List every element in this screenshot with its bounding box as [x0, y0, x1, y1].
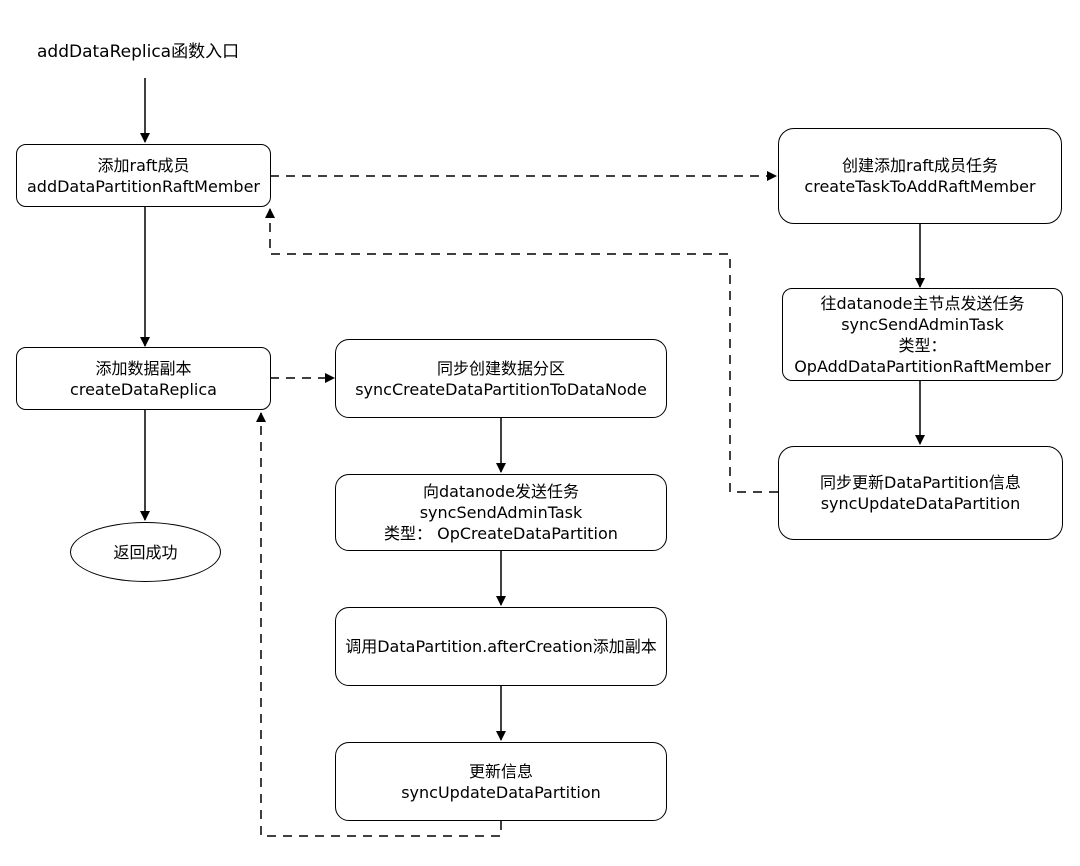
node-type-label: 类型：: [898, 335, 947, 355]
add-data-replica-node: 添加数据副本 createDataReplica: [16, 347, 271, 410]
node-title: 调用DataPartition.afterCreation添加副本: [345, 637, 657, 656]
node-function: syncUpdateDataPartition: [401, 782, 601, 802]
sync-create-partition-node: 同步创建数据分区 syncCreateDataPartitionToDataNo…: [335, 339, 667, 418]
node-title: 更新信息: [468, 761, 533, 781]
node-title: 同步创建数据分区: [436, 358, 565, 378]
node-title: 返回成功: [113, 542, 178, 562]
node-title: 创建添加raft成员任务: [841, 156, 998, 175]
node-title: 添加raft成员: [97, 155, 190, 175]
dashed-arrow-sync-update-back-to-add-raft: [265, 208, 778, 493]
node-function: createTaskToAddRaftMember: [804, 177, 1036, 196]
node-title: 往datanode主节点发送任务: [820, 293, 1025, 313]
node-type-value: OpAddDataPartitionRaftMember: [794, 356, 1051, 376]
entry-label: addDataReplica函数入口: [37, 42, 240, 62]
node-function: syncUpdateDataPartition: [820, 494, 1021, 513]
create-task-node: 创建添加raft成员任务 createTaskToAddRaftMember: [778, 128, 1062, 224]
node-function: syncCreateDataPartitionToDataNode: [355, 379, 647, 399]
node-function: addDataPartitionRaftMember: [26, 176, 260, 196]
node-function: syncSendAdminTask: [841, 314, 1004, 334]
node-function: syncSendAdminTask: [419, 503, 583, 522]
node-function: createDataReplica: [70, 379, 217, 399]
add-raft-member-node: 添加raft成员 addDataPartitionRaftMember: [16, 144, 271, 207]
update-info-node: 更新信息 syncUpdateDataPartition: [335, 742, 667, 821]
node-title: 向datanode发送任务: [423, 482, 579, 501]
send-to-datanode-node: 向datanode发送任务 syncSendAdminTask 类型： OpCr…: [335, 474, 667, 551]
sync-update-partition-node: 同步更新DataPartition信息 syncUpdateDataPartit…: [778, 446, 1063, 540]
node-title: 添加数据副本: [95, 358, 192, 378]
return-success-node: 返回成功: [70, 522, 221, 582]
node-title: 同步更新DataPartition信息: [820, 473, 1021, 492]
after-creation-node: 调用DataPartition.afterCreation添加副本: [335, 607, 667, 686]
send-to-leader-node: 往datanode主节点发送任务 syncSendAdminTask 类型： O…: [782, 288, 1063, 381]
node-type: 类型： OpCreateDataPartition: [384, 524, 618, 543]
dashed-arrow-update-back-to-add-replica: [256, 412, 502, 837]
